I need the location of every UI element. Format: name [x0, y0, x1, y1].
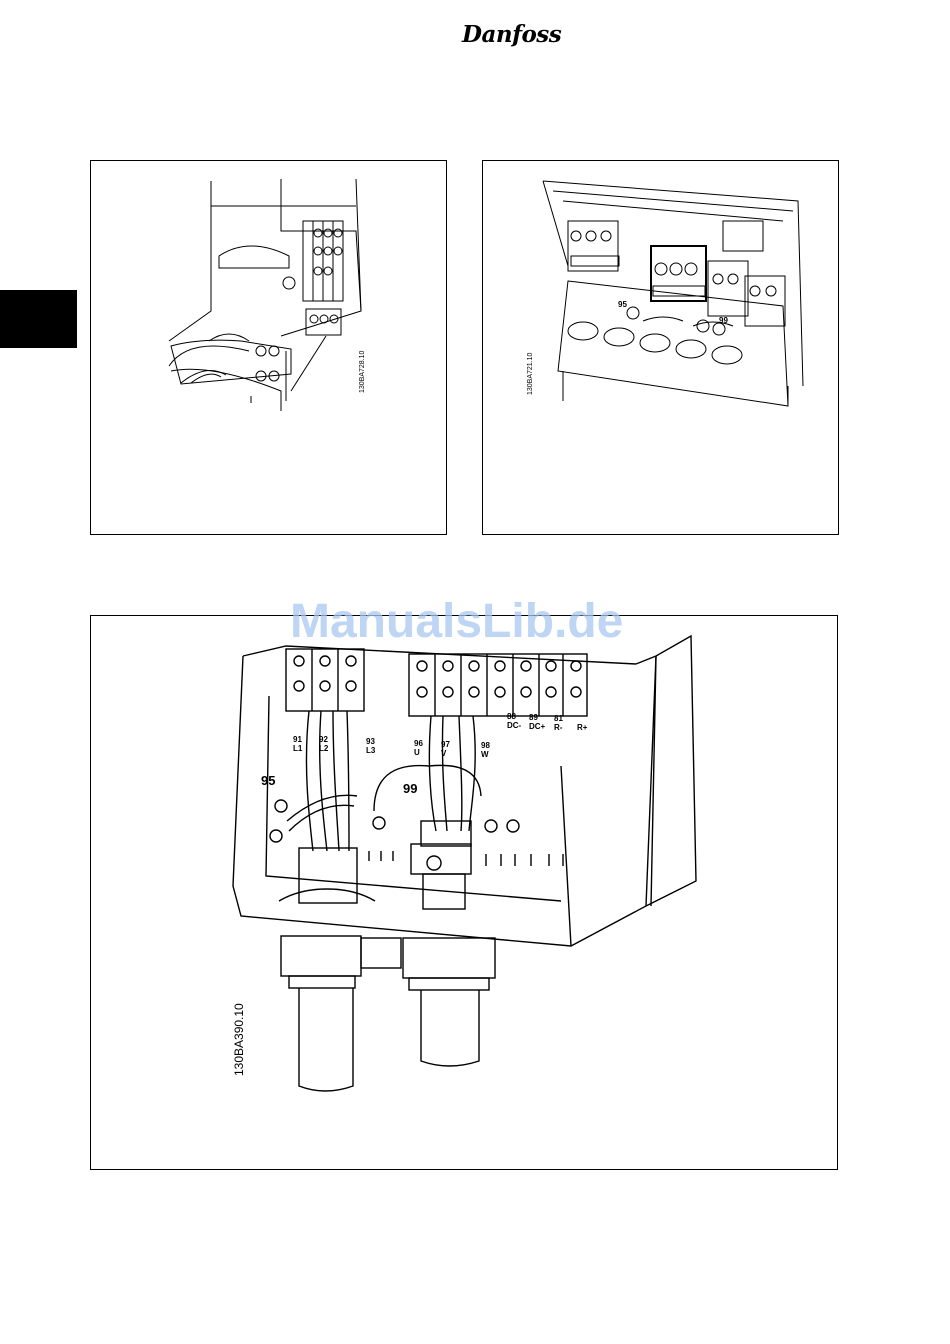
terminal-96-name: U [414, 748, 420, 757]
figure-drawing-2: 95 99 130BA721.10 [482, 160, 839, 535]
terminal-91-number: 91 [293, 735, 302, 744]
terminal-91-name: L1 [293, 744, 303, 753]
chapter-tab [0, 290, 77, 348]
terminal-81-number: 81 [554, 714, 563, 723]
terminal-89-name: DC+ [529, 722, 546, 731]
terminal-93-number: 93 [366, 737, 375, 746]
ground-label-95: 95 [261, 773, 275, 788]
ground-label-99: 99 [719, 316, 728, 325]
terminal-98-name: W [481, 750, 489, 759]
figure-code: 130BA390.10 [232, 1003, 246, 1076]
terminal-92-number: 92 [319, 735, 328, 744]
terminal-96-number: 96 [414, 739, 423, 748]
terminal-97-name: V [441, 749, 447, 758]
terminal-98-number: 98 [481, 741, 490, 750]
figure-1-illustration [91, 161, 446, 534]
terminal-93-name: L3 [366, 746, 376, 755]
terminal-81-name: R- [554, 723, 563, 732]
brand-logo-text: Danfoss [462, 18, 554, 52]
figure-drawing-3: 91 L1 92 L2 93 L3 96 U 97 V 98 W 88 DC- … [90, 615, 838, 1170]
watermark: ManualsLib.de [290, 594, 623, 649]
figure-code: 130BA721.10 [527, 353, 534, 395]
ground-label-99: 99 [403, 781, 417, 796]
ground-label-95: 95 [618, 300, 627, 309]
terminal-97-number: 97 [441, 740, 450, 749]
figure-code: 130BA728.10 [359, 351, 366, 393]
terminal-labels: 91 L1 92 L2 93 L3 96 U 97 V 98 W 88 DC- … [261, 712, 588, 796]
terminal-89-number: 89 [529, 713, 538, 722]
terminal-92-name: L2 [319, 744, 329, 753]
figure-2-illustration: 95 99 [483, 161, 838, 534]
terminal-82-name: R+ [577, 723, 588, 732]
terminal-88-name: DC- [507, 721, 522, 730]
terminal-88-number: 88 [507, 712, 516, 721]
brand-logo: Danfoss [462, 18, 554, 52]
figure-drawing-1: 130BA728.10 [90, 160, 447, 535]
figure-3-illustration: 91 L1 92 L2 93 L3 96 U 97 V 98 W 88 DC- … [91, 616, 837, 1169]
